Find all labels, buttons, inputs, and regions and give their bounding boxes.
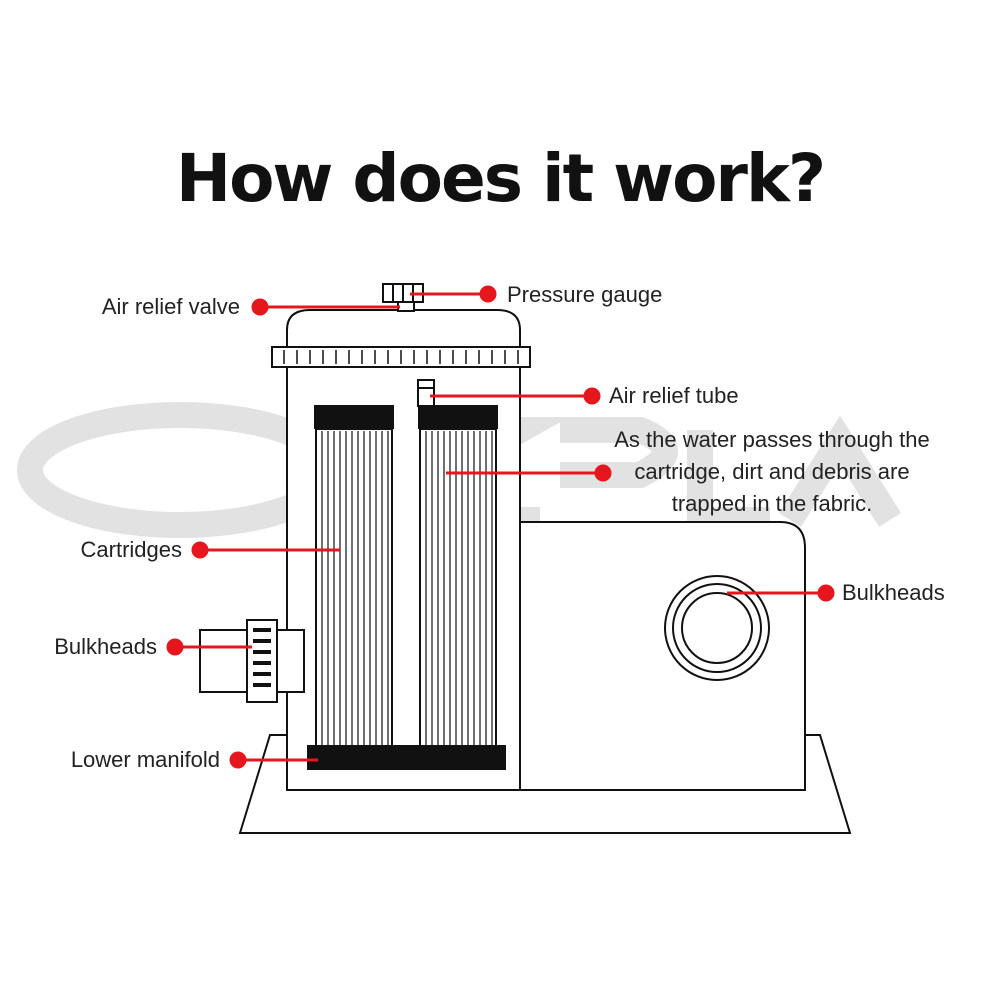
label-air-relief-valve: Air relief valve <box>101 294 240 319</box>
page-title: How does it work? <box>175 140 826 217</box>
cartridge-left <box>315 428 393 748</box>
bulkhead-left-threads <box>253 628 271 687</box>
label-bulkheads-left: Bulkheads <box>54 634 157 659</box>
lower-manifold <box>307 745 506 770</box>
tank-lid <box>286 309 521 348</box>
leader-lines <box>166 285 835 769</box>
label-cartridges: Cartridges <box>80 537 182 562</box>
label-air-relief-tube: Air relief tube <box>609 383 739 408</box>
cartridge-right <box>419 428 497 748</box>
cartridge-left-top-cap <box>314 405 394 429</box>
air-relief-valve <box>397 301 415 312</box>
lid-ring-teeth <box>283 350 519 364</box>
motor-housing <box>519 521 806 791</box>
air-relief-tube <box>417 379 435 407</box>
label-lower-manifold: Lower manifold <box>70 747 220 772</box>
cartridge-right-top-cap <box>418 405 498 429</box>
bulkhead-right-inner <box>681 592 753 664</box>
label-pressure-gauge: Pressure gauge <box>507 282 663 307</box>
label-water-description: As the water passes through the cartridg… <box>614 427 930 516</box>
label-bulkheads-right: Bulkheads <box>842 580 945 605</box>
